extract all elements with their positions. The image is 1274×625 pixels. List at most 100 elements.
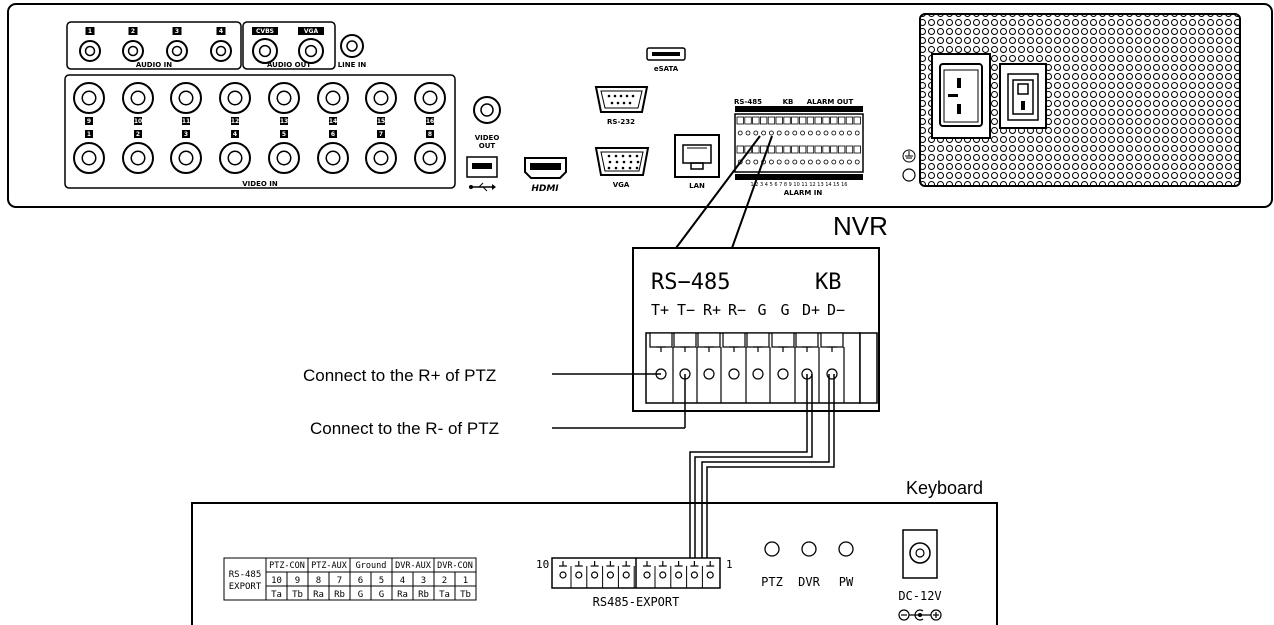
terminal-cell <box>783 116 791 125</box>
video-out-label-2: OUT <box>479 142 496 150</box>
terminal-screw <box>769 159 774 165</box>
pin <box>619 94 623 98</box>
terminal-screw <box>815 159 821 165</box>
audio-in-channel-label: 4 <box>219 28 223 35</box>
screw-hole <box>752 368 764 380</box>
table-signal: G <box>358 590 363 600</box>
terminal-screw <box>800 130 805 136</box>
video-in-channel-label: 12 <box>231 118 239 125</box>
pin <box>607 166 611 170</box>
video-in-channel-label: 16 <box>426 118 434 125</box>
pin-label: T− <box>677 301 695 319</box>
terminal-cell <box>806 116 815 125</box>
screw-slot <box>771 332 795 348</box>
table-pin-number: 2 <box>442 576 447 586</box>
audio-in-jack <box>122 40 144 62</box>
screw-slot <box>722 332 746 348</box>
pin-label: G <box>757 301 766 319</box>
video-in-jack <box>268 82 300 114</box>
terminal-alarm-out-label: ALARM OUT <box>807 98 854 106</box>
audio-in-channel-label: 2 <box>131 28 135 35</box>
table-signal: G <box>379 590 384 600</box>
connector-right-number: 1 <box>726 558 733 571</box>
terminal-cell <box>775 116 783 125</box>
terminal-cell <box>791 145 799 154</box>
video-in-jack <box>170 142 202 174</box>
screw-hole <box>674 571 683 579</box>
table-row-header: EXPORT <box>229 582 262 592</box>
zoom-kb-label: KB <box>815 270 842 295</box>
video-in-jack <box>365 142 397 174</box>
line-in-jack: LINE IN <box>338 34 367 69</box>
power-socket-icon <box>939 63 983 127</box>
video-in-channel-label: 11 <box>182 118 190 125</box>
connector-label: RS485-EXPORT <box>593 595 680 609</box>
video-in-jack <box>122 82 154 114</box>
table-pin-number: 4 <box>400 576 405 586</box>
terminal-screw <box>847 159 852 165</box>
video-in-jack <box>219 142 251 174</box>
table-signal: Tb <box>292 590 303 600</box>
pin-label: R+ <box>703 301 721 319</box>
terminal-screw <box>753 159 759 165</box>
screw-hole <box>706 571 714 579</box>
video-in-jack <box>73 82 105 114</box>
pin-label: D− <box>827 301 845 319</box>
terminal-rs485-label: RS-485 <box>734 98 762 106</box>
pin <box>629 160 633 164</box>
table-pin-number: 7 <box>337 576 342 586</box>
terminal-screw <box>823 159 829 165</box>
video-out-jack: VIDEO OUT <box>473 96 501 150</box>
terminal-screw <box>847 130 852 136</box>
terminal-screw <box>815 130 821 136</box>
terminal-screw <box>823 130 829 136</box>
video-in-label: VIDEO IN <box>242 180 278 188</box>
terminal-cell <box>838 116 846 125</box>
audio-in-channel-label: 3 <box>175 28 179 35</box>
terminal-cell <box>767 116 776 125</box>
pin <box>628 166 632 170</box>
video-in-channel-label: 13 <box>280 118 288 125</box>
video-in-channel-label: 9 <box>87 118 91 125</box>
pin <box>622 101 626 105</box>
table-pin-number: 9 <box>295 576 300 586</box>
terminal-plug <box>645 332 878 404</box>
pin <box>610 101 614 105</box>
vga-label: VGA <box>613 181 630 189</box>
audio-in-jack <box>210 40 232 62</box>
alarm-in-numbers: 1 2 3 4 5 6 7 8 9 10 11 12 13 14 15 16 <box>750 182 847 188</box>
pin <box>621 166 625 170</box>
lan-label: LAN <box>689 182 705 190</box>
table-group-header: DVR-AUX <box>395 561 432 571</box>
keyboard-cable <box>689 374 835 567</box>
terminal-cell <box>830 145 838 154</box>
zoom-rs485-label: RS−485 <box>651 270 730 295</box>
screw-slot <box>795 332 819 348</box>
terminal-screw <box>808 159 813 165</box>
screw-slot <box>649 332 673 348</box>
screw-hole <box>559 571 567 579</box>
terminal-cell <box>814 145 822 154</box>
terminal-cell <box>775 145 783 154</box>
terminal-cell <box>799 116 807 125</box>
usb-icon <box>469 182 496 192</box>
pin <box>621 154 625 158</box>
terminal-cell <box>838 145 846 154</box>
audio-out-jack <box>252 38 278 64</box>
video-in-jack <box>414 82 446 114</box>
terminal-cell <box>752 145 760 154</box>
table-signal: Rb <box>334 590 345 600</box>
screw-hole <box>590 571 599 579</box>
video-in-channel-label: 10 <box>134 118 142 125</box>
terminal-screw <box>792 130 798 136</box>
line-in-label: LINE IN <box>338 61 367 69</box>
pin <box>635 166 639 170</box>
screw-hole <box>575 571 583 579</box>
screw-slot <box>746 332 770 348</box>
video-in-channel-label: 1 <box>87 131 91 138</box>
screw-slot <box>697 332 721 348</box>
table-signal: Rb <box>418 590 429 600</box>
terminal-cell <box>830 116 838 125</box>
